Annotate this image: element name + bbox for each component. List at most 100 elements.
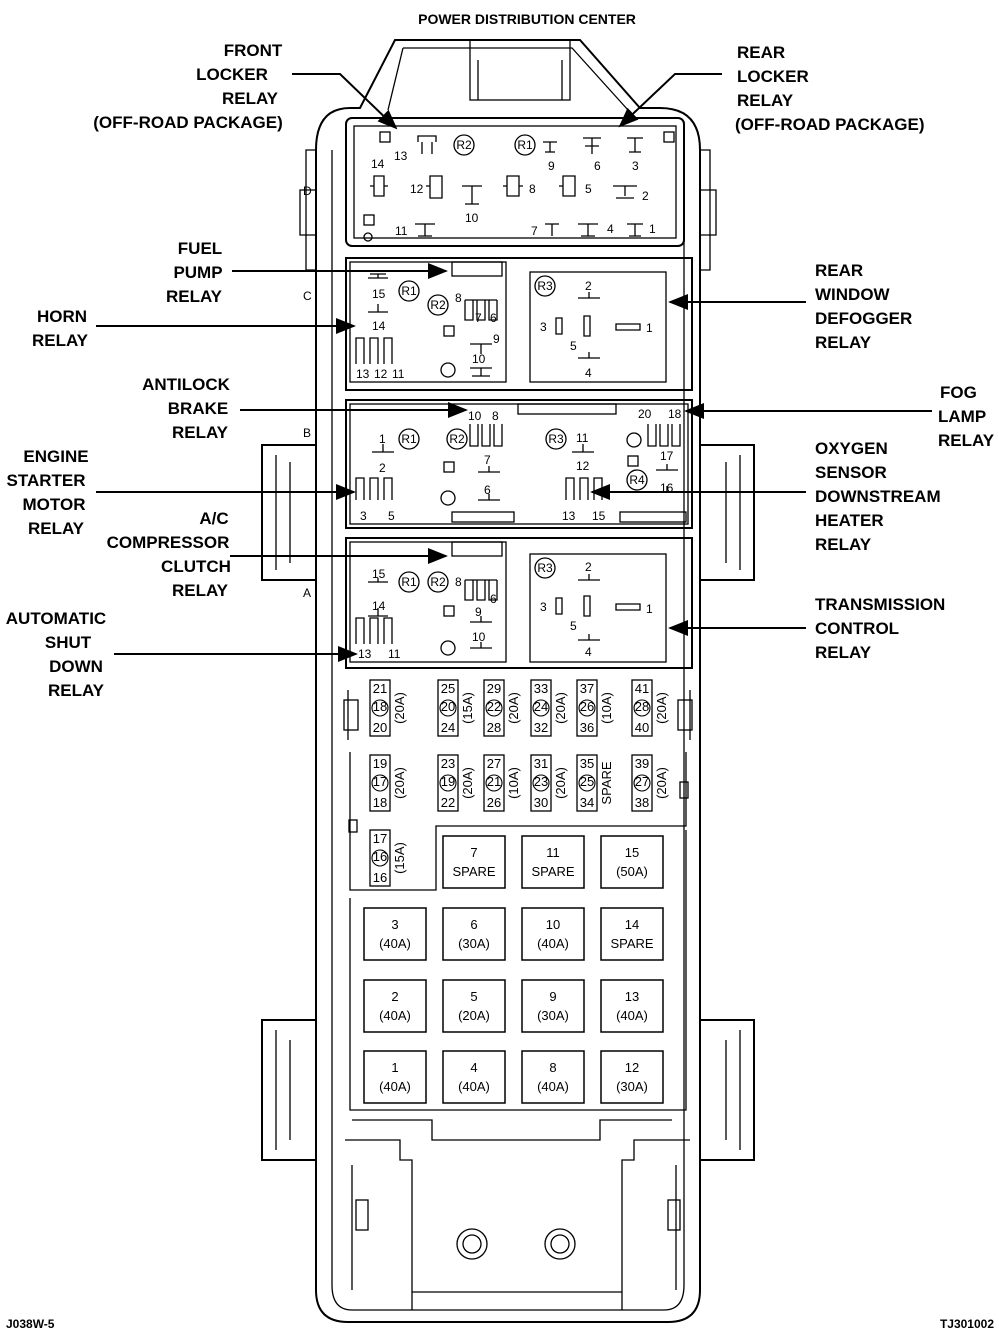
maxi-fuse-number: 12 <box>625 1060 639 1075</box>
svg-text:MOTOR: MOTOR <box>23 495 86 514</box>
maxi-fuse-number: 7 <box>470 845 477 860</box>
callout-fog-lamp-relay: FOG LAMP RELAY <box>684 383 995 450</box>
svg-text:LOCKER: LOCKER <box>196 65 268 84</box>
pin-c-6: 6 <box>490 311 497 325</box>
svg-text:ANTILOCK: ANTILOCK <box>142 375 231 394</box>
mini-fuse-28: 41 28 40 (20A) <box>631 679 669 737</box>
pin-c-8: 8 <box>455 291 462 305</box>
bottom-connector <box>345 1119 690 1310</box>
fuse-rating: (20A) <box>392 692 407 724</box>
maxi-fuse-number: 15 <box>625 845 639 860</box>
fuse-rating: (20A) <box>654 692 669 724</box>
marker-c-r2: R2 <box>430 298 446 312</box>
row-letter-d: D <box>303 184 312 198</box>
svg-text:(OFF-ROAD PACKAGE): (OFF-ROAD PACKAGE) <box>735 115 925 134</box>
svg-text:LAMP: LAMP <box>938 407 986 426</box>
fuse-terminal-top: 37 <box>580 681 594 696</box>
fuse-number: 20 <box>441 699 455 714</box>
svg-text:RELAY: RELAY <box>172 581 229 600</box>
marker-b-r2: R2 <box>449 432 465 446</box>
fuse-terminal-top: 23 <box>441 756 455 771</box>
fuse-number: 24 <box>534 699 548 714</box>
fuse-number: 22 <box>487 699 501 714</box>
svg-text:TRANSMISSION: TRANSMISSION <box>815 595 945 614</box>
svg-text:OXYGEN: OXYGEN <box>815 439 888 458</box>
svg-text:COMPRESSOR: COMPRESSOR <box>107 533 230 552</box>
pin-a-2: 2 <box>585 560 592 574</box>
maxi-fuse-10: 10(40A) <box>521 907 585 961</box>
pin-d-14: 14 <box>371 157 385 171</box>
fuse-terminal-bottom: 38 <box>635 795 649 810</box>
fuse-terminal-top: 31 <box>534 756 548 771</box>
fuse-terminal-top: 25 <box>441 681 455 696</box>
fuse-number: 16 <box>373 849 387 864</box>
pin-d-5: 5 <box>585 182 592 196</box>
maxi-fuse-number: 11 <box>546 845 560 860</box>
fuse-terminal-top: 29 <box>487 681 501 696</box>
svg-text:BRAKE: BRAKE <box>168 399 228 418</box>
fuse-terminal-top: 21 <box>373 681 387 696</box>
maxi-fuse-rating: (40A) <box>537 1079 569 1094</box>
fuse-terminal-top: 19 <box>373 756 387 771</box>
maxi-fuse-rating: (20A) <box>458 1008 490 1023</box>
pin-d-11: 11 <box>395 224 408 238</box>
svg-text:RELAY: RELAY <box>166 287 223 306</box>
maxi-fuse-rating: (40A) <box>458 1079 490 1094</box>
pin-c-11: 11 <box>392 367 405 381</box>
fuse-rating: (10A) <box>599 692 614 724</box>
pdc-housing <box>261 39 755 1323</box>
fuse-terminal-bottom: 26 <box>487 795 501 810</box>
pin-c-10: 10 <box>472 352 486 366</box>
pin-b-17: 17 <box>660 449 674 463</box>
pin-b-15: 15 <box>592 509 606 523</box>
pin-a-4: 4 <box>585 645 592 659</box>
svg-text:A/C: A/C <box>199 509 228 528</box>
svg-text:SHUT: SHUT <box>45 633 92 652</box>
fuse-rating: (20A) <box>506 692 521 724</box>
mini-fuse-area <box>343 690 693 891</box>
maxi-fuse-number: 3 <box>391 917 398 932</box>
pin-c-2: 2 <box>585 279 592 293</box>
pin-b-5: 5 <box>388 509 395 523</box>
maxi-fuse-grid: 7SPARE11SPARE15(50A)3(40A)6(30A)10(40A)1… <box>363 835 664 1104</box>
pin-c-15: 15 <box>372 287 386 301</box>
svg-text:FRONT: FRONT <box>224 41 283 60</box>
pin-a-3: 3 <box>540 600 547 614</box>
maxi-fuse-rating: (40A) <box>616 1008 648 1023</box>
fuse-rating: (20A) <box>553 767 568 799</box>
fuse-terminal-top: 39 <box>635 756 649 771</box>
maxi-fuse-area <box>349 830 687 1111</box>
svg-text:CONTROL: CONTROL <box>815 619 899 638</box>
maxi-fuse-rating: (40A) <box>379 1079 411 1094</box>
svg-text:CLUTCH: CLUTCH <box>161 557 231 576</box>
pin-d-6: 6 <box>594 159 601 173</box>
pin-d-13: 13 <box>394 149 408 163</box>
maxi-fuse-8: 8(40A) <box>521 1050 585 1104</box>
maxi-fuse-rating: (30A) <box>458 936 490 951</box>
fuse-terminal-bottom: 18 <box>373 795 387 810</box>
svg-text:RELAY: RELAY <box>222 89 279 108</box>
svg-text:RELAY: RELAY <box>815 643 872 662</box>
fuse-terminal-bottom: 34 <box>580 795 594 810</box>
fuse-number: 28 <box>635 699 649 714</box>
maxi-fuse-number: 5 <box>470 989 477 1004</box>
fuse-terminal-top: 33 <box>534 681 548 696</box>
fuse-rating: SPARE <box>599 761 614 804</box>
pin-b-11: 11 <box>576 431 589 445</box>
fuse-terminal-top: 41 <box>635 681 649 696</box>
svg-text:HORN: HORN <box>37 307 87 326</box>
svg-text:RELAY: RELAY <box>815 333 872 352</box>
svg-text:SENSOR: SENSOR <box>815 463 887 482</box>
marker-a-r2: R2 <box>430 575 446 589</box>
fuse-terminal-bottom: 40 <box>635 720 649 735</box>
svg-text:FOG: FOG <box>940 383 977 402</box>
maxi-fuse-rating: SPARE <box>531 864 574 879</box>
